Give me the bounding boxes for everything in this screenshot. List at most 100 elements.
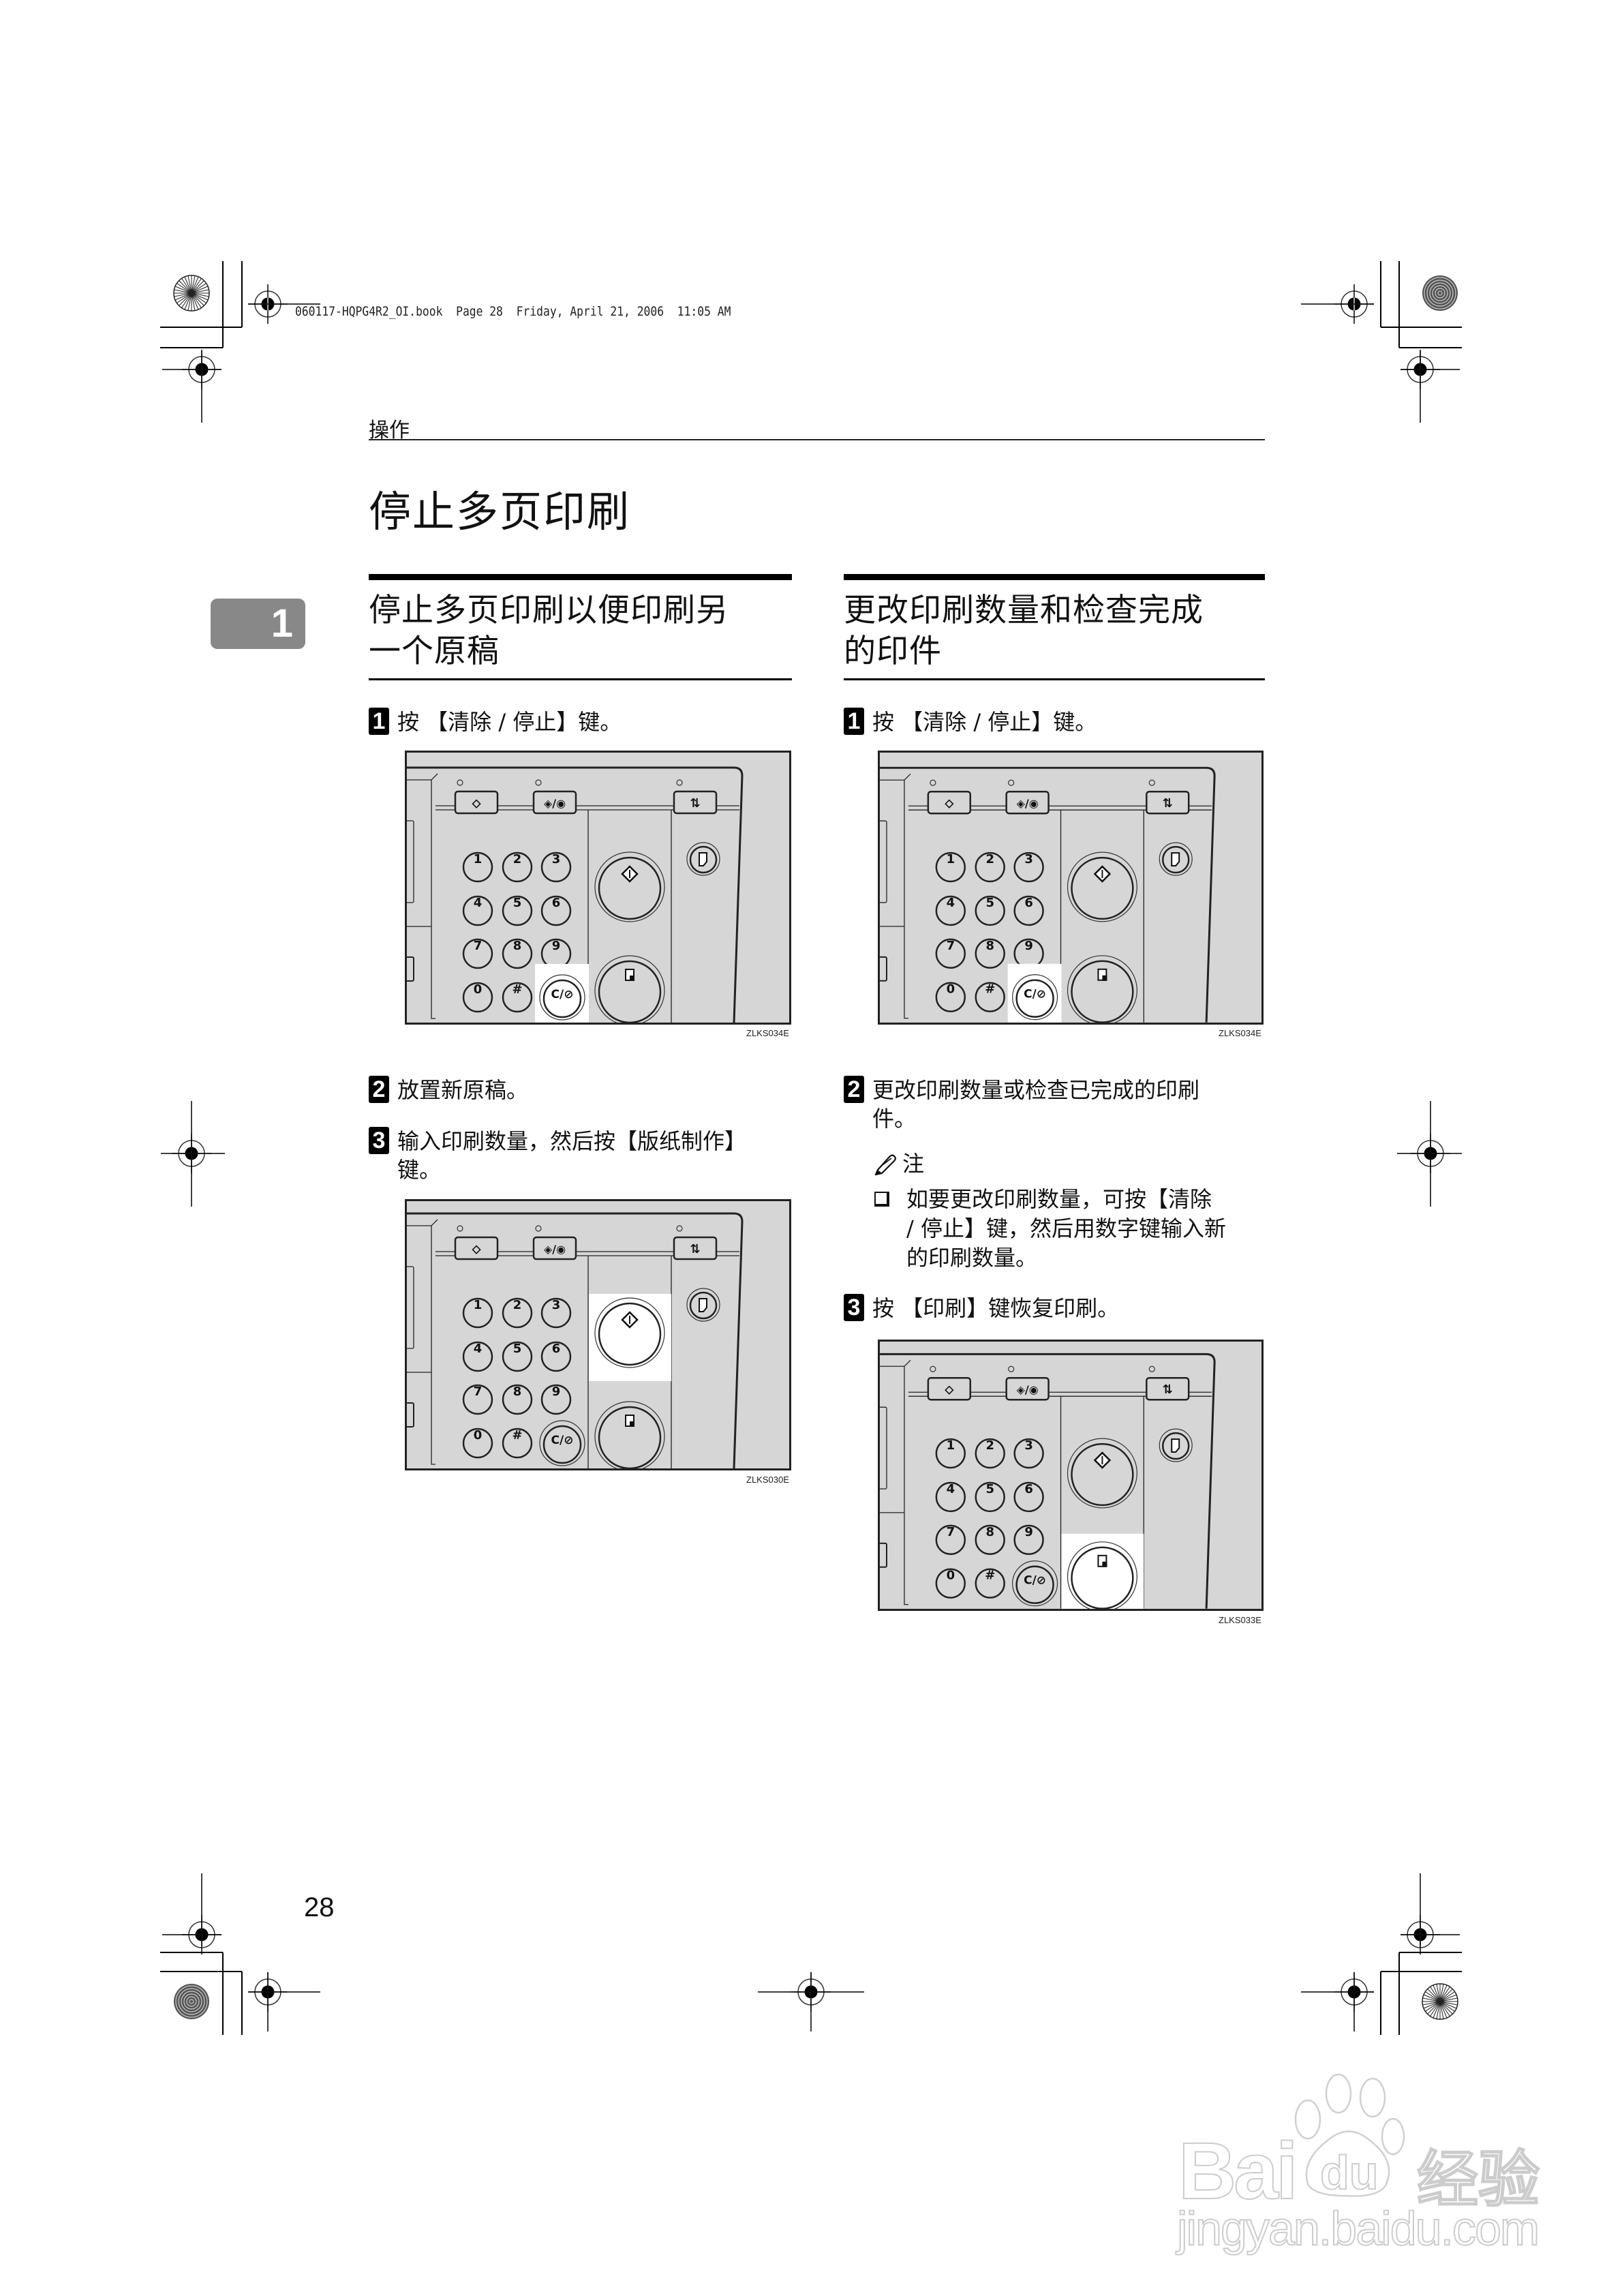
- step-number-badge: 3: [844, 1294, 864, 1321]
- right-step-3: 3 按 【印刷】键恢复印刷。: [844, 1294, 1119, 1323]
- section-label: 操作: [369, 419, 410, 442]
- watermark-logo-bai: Bai: [1178, 2126, 1299, 2217]
- right-heading-line1: 更改印刷数量和检查完成: [844, 592, 1204, 629]
- step-number-badge: 3: [369, 1127, 389, 1154]
- control-panel-illustration: ⬦ ◈/◉ ⇅ 1 2 3 4 5 6 7 8 9 0 # C/⊘: [880, 1353, 1216, 1609]
- svg-text:2: 2: [985, 1438, 994, 1453]
- step-text: 按 【印刷】键恢复印刷。: [872, 1295, 1120, 1321]
- page-number: 28: [304, 1892, 335, 1922]
- left-heading-line1: 停止多页印刷以便印刷另: [369, 592, 729, 629]
- svg-text:6: 6: [552, 896, 561, 910]
- svg-text:9: 9: [1024, 1525, 1033, 1539]
- figure-label: ZLKS034E: [746, 1028, 789, 1038]
- svg-text:#: #: [985, 1569, 995, 1583]
- svg-text:1: 1: [947, 852, 955, 866]
- svg-text:⬦: ⬦: [472, 796, 481, 811]
- step-text: 放置新原稿。: [397, 1077, 529, 1103]
- svg-text:#: #: [512, 982, 522, 997]
- figure-label: ZLKS034E: [1219, 1028, 1261, 1038]
- baidu-watermark: Bai du 经验 jingyan.baidu.com: [1165, 2065, 1546, 2283]
- svg-text:6: 6: [1024, 896, 1033, 910]
- svg-text:5: 5: [985, 1482, 994, 1496]
- svg-text:0: 0: [947, 982, 955, 997]
- svg-text:1: 1: [947, 1438, 955, 1453]
- right-heading-line2: 的印件: [844, 633, 942, 670]
- svg-text:8: 8: [985, 1525, 994, 1539]
- step-text: 更改印刷数量或检查已完成的印刷 件。: [872, 1077, 1200, 1132]
- control-panel-illustration: ⬦ ◈/◉ ⇅ 1 2 3 4 5 6 7 8 9 0 # C/⊘: [880, 766, 1216, 1023]
- control-panel-illustration: ⬦ ◈/◉ ⇅ 1 2 3 4 5 6 7 8 9 0 # C/⊘: [407, 1212, 744, 1468]
- svg-text:8: 8: [513, 1385, 522, 1399]
- svg-text:C/⊘: C/⊘: [551, 988, 574, 1001]
- svg-text:C/⊘: C/⊘: [1024, 987, 1046, 1001]
- right-step-1: 1 按 【清除 / 停止】键。: [844, 708, 1097, 736]
- checkbox-icon: [874, 1192, 889, 1207]
- svg-text:◈/◉: ◈/◉: [1017, 1383, 1039, 1396]
- svg-text:2: 2: [513, 1298, 522, 1312]
- left-step-2: 2 放置新原稿。: [369, 1076, 528, 1104]
- note-text: 如要更改印刷数量，可按【清除 / 停止】键，然后用数字键输入新 的印刷数量。: [906, 1186, 1226, 1271]
- step-text: 按 【清除 / 停止】键。: [397, 709, 622, 735]
- svg-text:⇅: ⇅: [1163, 1383, 1173, 1397]
- svg-text:7: 7: [474, 939, 483, 953]
- svg-text:5: 5: [513, 1342, 522, 1356]
- svg-text:◈/◉: ◈/◉: [1017, 797, 1039, 810]
- svg-text:3: 3: [1024, 852, 1033, 866]
- page-title: 停止多页印刷: [369, 487, 631, 537]
- print-metadata: 060117-HQPG4R2_OI.book Page 28 Friday, A…: [295, 304, 731, 319]
- control-panel-figure-master-making: ⬦ ◈/◉ ⇅ 1 2 3 4 5 6 7 8 9 0 # C/⊘: [405, 1199, 791, 1470]
- watermark-url: jingyan.baidu.com: [1176, 2201, 1540, 2256]
- step-text: 输入印刷数量，然后按【版纸制作】 键。: [397, 1128, 747, 1183]
- svg-text:7: 7: [947, 939, 955, 953]
- step-number-badge: 2: [369, 1076, 389, 1103]
- svg-text:3: 3: [552, 1298, 561, 1312]
- svg-text:4: 4: [474, 896, 483, 910]
- note-title: 注: [902, 1151, 925, 1177]
- watermark-logo-cn: 经验: [1416, 2143, 1540, 2216]
- svg-text:◈/◉: ◈/◉: [544, 797, 566, 810]
- figure-label: ZLKS030E: [746, 1475, 789, 1485]
- svg-text:#: #: [512, 1428, 522, 1442]
- figure-label: ZLKS033E: [1219, 1615, 1261, 1625]
- svg-text:⇅: ⇅: [690, 796, 700, 811]
- svg-text:9: 9: [552, 939, 561, 953]
- control-panel-illustration: ⬦ ◈/◉ ⇅ 1 2 3 4 5 6 7 8 9 0 # C/⊘: [407, 766, 744, 1023]
- svg-text:⇅: ⇅: [1163, 796, 1173, 811]
- svg-text:⬦: ⬦: [472, 1242, 481, 1256]
- pencil-icon: [874, 1154, 896, 1175]
- svg-text:⇅: ⇅: [690, 1242, 700, 1256]
- svg-text:⬦: ⬦: [945, 1383, 954, 1397]
- svg-text:4: 4: [947, 1482, 955, 1496]
- svg-text:C/⊘: C/⊘: [551, 1434, 574, 1447]
- chapter-tab: 1: [211, 599, 305, 649]
- svg-text:5: 5: [985, 896, 994, 910]
- left-heading-bottom-rule: [369, 678, 792, 680]
- svg-text:5: 5: [513, 896, 522, 910]
- svg-text:3: 3: [1024, 1438, 1033, 1453]
- svg-text:7: 7: [947, 1525, 955, 1539]
- svg-text:7: 7: [474, 1385, 483, 1399]
- svg-text:6: 6: [552, 1342, 561, 1356]
- svg-text:⬦: ⬦: [945, 796, 954, 811]
- left-step-3: 3 输入印刷数量，然后按【版纸制作】 键。: [369, 1127, 746, 1184]
- svg-text:1: 1: [474, 1298, 483, 1312]
- svg-text:0: 0: [474, 1428, 483, 1442]
- svg-text:4: 4: [947, 896, 955, 910]
- svg-text:9: 9: [1024, 939, 1033, 953]
- step-number-badge: 1: [369, 708, 389, 735]
- svg-text:3: 3: [552, 852, 561, 866]
- watermark-logo-du: du: [1319, 2145, 1379, 2200]
- svg-text:◈/◉: ◈/◉: [544, 1243, 566, 1256]
- control-panel-figure-clear-stop: ⬦ ◈/◉ ⇅ 1 2 3 4 5 6 7 8 9 0 # C/⊘: [405, 751, 791, 1025]
- svg-text:#: #: [985, 982, 995, 997]
- right-heading-bottom-rule: [844, 678, 1265, 680]
- svg-text:1: 1: [474, 852, 483, 866]
- left-heading-line2: 一个原稿: [369, 633, 500, 670]
- svg-text:8: 8: [513, 939, 522, 953]
- svg-text:9: 9: [552, 1385, 561, 1399]
- paw-icon: [1294, 2073, 1405, 2197]
- svg-text:8: 8: [985, 939, 994, 953]
- step-number-badge: 1: [844, 708, 864, 735]
- svg-text:4: 4: [474, 1342, 483, 1356]
